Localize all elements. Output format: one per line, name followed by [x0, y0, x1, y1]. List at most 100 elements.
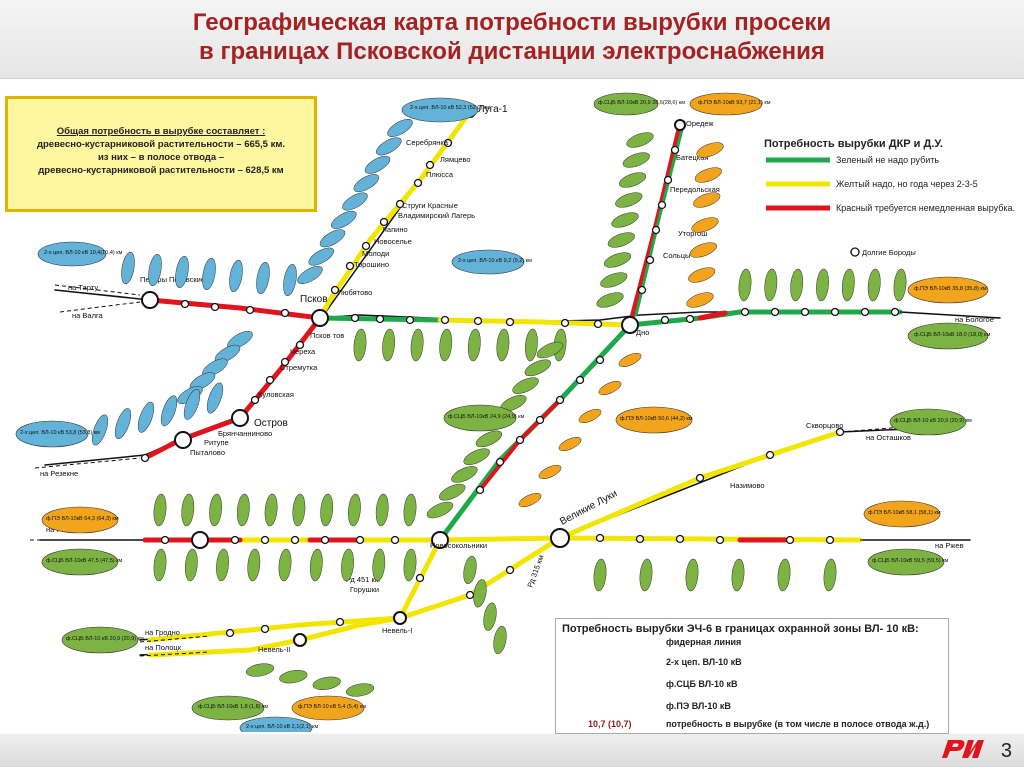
svg-text:ф.ПЭ ВЛ-10кВ 64,3 (64,3) км: ф.ПЭ ВЛ-10кВ 64,3 (64,3) км: [46, 516, 119, 522]
section-ellipse-65: [451, 466, 478, 483]
section-ellipse-4: [342, 192, 368, 211]
section-ellipse-60: [512, 377, 539, 394]
station-dolgie-borody[interactable]: [850, 247, 860, 257]
section-ellipse-28: [382, 328, 395, 362]
section-ellipse-55: [841, 268, 855, 302]
section-ellipse-73: [518, 492, 542, 508]
station-nevel1[interactable]: [393, 611, 407, 625]
section-ellipse-27: [353, 328, 367, 362]
svg-text:Стремутка: Стремутка: [280, 363, 318, 372]
line-velikie-luki-rzhev[interactable]: [557, 535, 863, 543]
rzd-logo-icon: [942, 740, 984, 758]
svg-text:Псков тов: Псков тов: [310, 331, 344, 340]
svg-text:Новоселье: Новоселье: [374, 237, 412, 246]
svg-text:Уторгош: Уторгош: [678, 229, 707, 238]
page-title: Географическая карта потребности вырубки…: [192, 9, 832, 65]
svg-text:Невель-II: Невель-II: [258, 645, 290, 654]
section-ellipse-8: [297, 266, 323, 284]
station-ritupe[interactable]: [174, 431, 192, 449]
svg-text:на Валга: на Валга: [72, 311, 104, 320]
svg-text:ф.СЦБ ВЛ-10кВ 24,9 (24,9) км: ф.СЦБ ВЛ-10кВ 24,9 (24,9) км: [448, 414, 525, 420]
section-ellipse-24: [160, 395, 178, 427]
station-nevel2[interactable]: [293, 633, 307, 647]
stations: [140, 106, 900, 647]
station-pskov[interactable]: [311, 309, 329, 327]
section-ellipse-76: [209, 493, 222, 527]
section-ellipse-69: [598, 380, 622, 396]
section-ellipse-38: [615, 192, 643, 208]
svg-text:Струги Красные: Струги Красные: [402, 201, 458, 210]
section-ellipse-88: [278, 548, 292, 582]
section-ellipse-5: [331, 210, 357, 229]
section-ellipse-68: [618, 352, 642, 368]
section-ellipse-22: [114, 408, 132, 440]
station-ostrov[interactable]: [231, 409, 249, 427]
svg-text:2-х цеп. ВЛ-10 кВ 9,2 (9,2) км: 2-х цеп. ВЛ-10 кВ 9,2 (9,2) км: [458, 258, 532, 264]
svg-text:ф.ПЭ ВЛ-10кВ 93,7 (21,1) км: ф.ПЭ ВЛ-10кВ 93,7 (21,1) км: [698, 100, 771, 106]
svg-text:2-х цеп. ВЛ-10 кВ 2,1(2,1) км: 2-х цеп. ВЛ-10 кВ 2,1(2,1) км: [246, 724, 319, 730]
section-ellipse-85: [184, 548, 198, 582]
section-ellipse-105: [483, 602, 497, 631]
section-ellipse-46: [693, 192, 721, 208]
svg-text:на Полоцк: на Полоцк: [145, 643, 182, 652]
svg-text:Лямцево: Лямцево: [440, 155, 471, 164]
svg-text:на Тарту: на Тарту: [68, 283, 98, 292]
section-ellipse-89: [309, 548, 323, 582]
page-number: 3: [1000, 740, 1012, 762]
svg-text:Передольская: Передольская: [670, 185, 720, 194]
railway-map[interactable]: .ln{fill:none;stroke-linecap:round;} .st…: [0, 80, 1024, 732]
section-ellipse-42: [600, 272, 628, 288]
section-ellipse-41: [603, 252, 632, 268]
section-ellipse-36: [622, 152, 650, 168]
section-ellipse-35: [626, 132, 654, 148]
svg-text:ф.СЦБ ВЛ-10кВ 18,0 (18,0) км: ф.СЦБ ВЛ-10кВ 18,0 (18,0) км: [914, 332, 991, 338]
svg-text:на Гродно: на Гродно: [145, 628, 180, 637]
svg-text:Луга-1: Луга-1: [478, 104, 508, 115]
section-ellipse-53: [790, 268, 804, 302]
section-ellipses: [91, 119, 907, 697]
line-pskov-pechory[interactable]: [147, 297, 323, 321]
svg-text:Торошино: Торошино: [354, 260, 389, 269]
section-ellipse-90: [341, 548, 354, 582]
section-ellipse-95: [685, 558, 699, 592]
section-ellipse-66: [439, 483, 466, 501]
line-velikie-luki-ostashkov[interactable]: [557, 429, 843, 541]
station-dno[interactable]: [621, 316, 639, 334]
station-labels: Луга-1 Серебрянка Лямцево Плюсса Струги …: [40, 104, 994, 654]
svg-text:Пыталово: Пыталово: [190, 448, 225, 457]
section-ellipse-91: [372, 548, 386, 582]
section-ellipse-7: [308, 247, 335, 266]
section-ellipse-101: [312, 676, 341, 690]
svg-text:Оредеж: Оредеж: [686, 119, 714, 128]
section-ellipse-106: [493, 625, 507, 655]
section-ellipse-79: [292, 493, 306, 527]
station-novosokolniki[interactable]: [431, 531, 449, 549]
svg-text:на Резекне: на Резекне: [40, 469, 78, 478]
section-ellipse-59: [524, 359, 551, 377]
legend-vl: Потребность вырубки ЭЧ-6 в границах охра…: [555, 618, 949, 734]
section-ellipse-94: [639, 558, 653, 592]
slide-footer: [0, 734, 1024, 767]
section-ellipse-58: [536, 341, 564, 359]
section-ellipse-104: [473, 579, 487, 608]
section-ellipse-15: [283, 263, 297, 297]
svg-text:Череха: Череха: [290, 347, 316, 356]
legend-dkr: Потребность вырубки ДКР и Д.У. Зеленый н…: [764, 138, 1016, 213]
line-luga-pskov[interactable]: [317, 109, 473, 321]
svg-text:ф.ПЭ ВЛ-10кВ 35,8 (35,8) км: ф.ПЭ ВЛ-10кВ 35,8 (35,8) км: [914, 286, 987, 292]
svg-text:ф.СЦБ ВЛ-10 кВ 20,9 (20,9) км: ф.СЦБ ВЛ-10 кВ 20,9 (20,9) км: [66, 636, 144, 642]
svg-text:Молоди: Молоди: [362, 249, 389, 258]
station-velikie-luki[interactable]: [550, 528, 570, 548]
station-pechory[interactable]: [141, 291, 159, 309]
svg-text:2-х цеп. ВЛ-10 кВ 53,8 (53,8): 2-х цеп. ВЛ-10 кВ 53,8 (53,8) км: [20, 430, 100, 436]
section-ellipse-75: [181, 493, 195, 527]
section-ellipse-23: [137, 401, 155, 433]
svg-text:Остров: Остров: [254, 418, 288, 429]
section-ellipse-99: [245, 663, 275, 677]
station-sebezh[interactable]: [191, 531, 209, 549]
section-ellipse-2: [364, 155, 391, 174]
svg-text:Великие Луки: Великие Луки: [558, 488, 619, 527]
station-oredezh[interactable]: [674, 119, 686, 131]
svg-text:Назимово: Назимово: [730, 481, 765, 490]
section-ellipse-78: [264, 493, 278, 527]
